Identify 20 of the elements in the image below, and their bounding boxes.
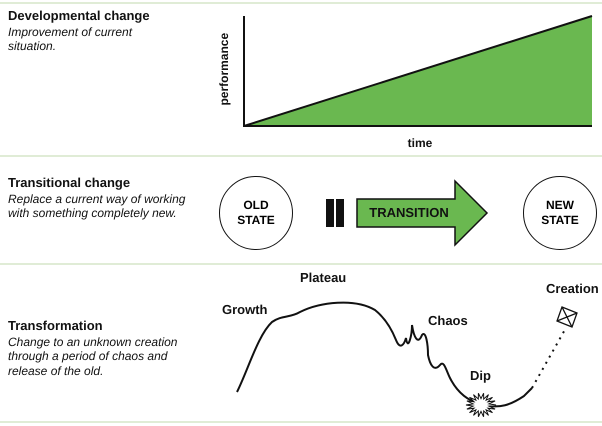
axis-label: performance — [217, 32, 232, 106]
block-arrow — [326, 179, 488, 247]
axis-label: time — [406, 136, 434, 150]
section-heading: Transitional change — [8, 175, 132, 191]
description: Replace a current way of working with something completely new. — [8, 192, 186, 221]
state-circle — [523, 176, 597, 250]
kite-icon — [556, 306, 578, 328]
stage-label: Chaos — [428, 313, 469, 329]
description: Change to an unknown creation through a period of chaos and release of the old. — [8, 335, 178, 378]
stage-label: Dip — [470, 368, 492, 384]
arrow-label: TRANSITION — [368, 205, 450, 220]
stage-label: Creation — [546, 281, 599, 297]
state-circle — [219, 176, 293, 250]
stage-label: Plateau — [300, 270, 348, 286]
stage-label: Growth — [222, 302, 268, 318]
description: Improvement of current situation. — [8, 25, 134, 54]
section-heading: Transformation — [8, 318, 104, 334]
state-label: OLD STATE — [236, 198, 276, 228]
state-label: NEW STATE — [540, 198, 580, 228]
section-heading: Developmental change — [8, 8, 151, 24]
